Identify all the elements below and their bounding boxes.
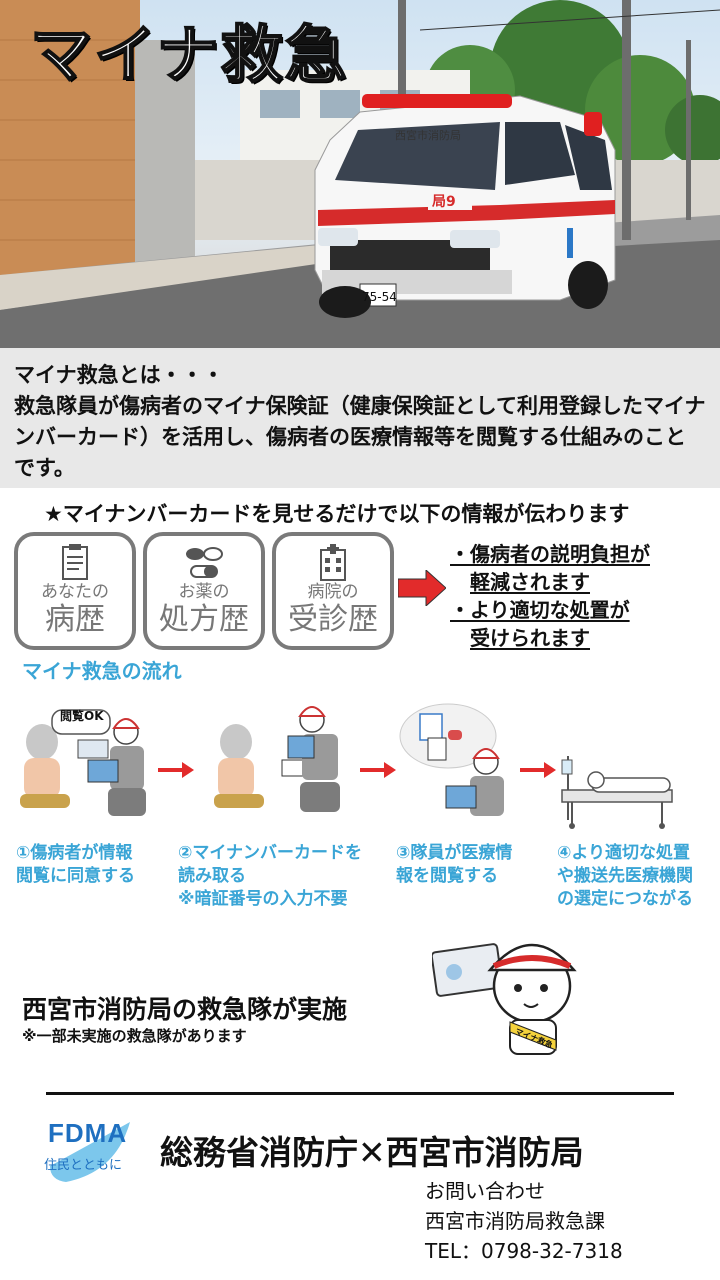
implementation-title: 西宮市消防局の救急隊が実施 [22, 995, 348, 1024]
card-visit-history: 病院の 受診歴 [272, 532, 394, 650]
benefit-line: 軽減されます [470, 570, 590, 594]
contact-tel: TEL：0798-32-7318 [425, 1239, 623, 1263]
card-medical-history: あなたの 病歴 [14, 532, 136, 650]
fdma-logo-subtext: 住民とともに [44, 1158, 123, 1173]
step-line: ④より適切な処置 [557, 843, 691, 863]
contact-info: お問い合わせ 西宮市消防局救急課 TEL：0798-32-7318 [425, 1176, 623, 1266]
consent-badge: 閲覧OK [60, 709, 104, 723]
benefit-item: ・傷病者の説明負担が 軽減されます [450, 540, 650, 596]
hospital-icon [320, 544, 346, 581]
benefits-list: ・傷病者の説明負担が 軽減されます ・より適切な処置が 受けられます [450, 540, 650, 652]
step-line: 報を閲覧する [396, 866, 498, 886]
arrow-right-icon [398, 570, 446, 606]
step-line: 読み取る [178, 866, 246, 886]
card-big-label: 病歴 [45, 602, 105, 637]
contact-dept: 西宮市消防局救急課 [425, 1209, 605, 1233]
arrow-right-icon [520, 762, 556, 778]
card-small-label: 病院の [307, 582, 359, 602]
step-line: 閲覧に同意する [16, 866, 135, 886]
step-line: ①傷病者が情報 [16, 843, 133, 863]
benefit-line: ・傷病者の説明負担が [450, 542, 650, 566]
ambulance-side-text: 西宮市消防局 [395, 129, 461, 142]
flow-title: マイナ救急の流れ [22, 659, 182, 683]
hero-title: マイナ救急 [29, 17, 349, 92]
mascot-illustration [432, 943, 577, 1055]
info-line: ★マイナンバーカードを見せるだけで以下の情報が伝わります [44, 502, 630, 526]
card-big-label: 処方歴 [159, 602, 249, 637]
plate-number: 75-54 [362, 290, 397, 304]
card-small-label: あなたの [41, 582, 109, 602]
benefit-line: 受けられます [470, 626, 590, 650]
step-line: ※暗証番号の入力不要 [178, 889, 348, 909]
divider [46, 1092, 674, 1095]
illustration-card-reading [214, 706, 340, 812]
flow-step-3: ③隊員が医療情 報を閲覧する [396, 842, 512, 888]
step-line: ②マイナンバーカードを [178, 843, 363, 863]
description-heading: マイナ救急とは・・・ [14, 363, 224, 387]
implementation-note: ※一部未実施の救急隊があります [22, 1027, 247, 1045]
flow-step-4: ④より適切な処置 や搬送先医療機関 の選定につながる [557, 842, 693, 911]
card-big-label: 受診歴 [288, 602, 378, 637]
step-line: の選定につながる [557, 889, 693, 909]
flow-step-2: ②マイナンバーカードを 読み取る ※暗証番号の入力不要 [178, 842, 362, 911]
benefit-line: ・より適切な処置が [450, 598, 630, 622]
illustration-viewing [399, 703, 504, 816]
ambulance-number: 局9 [432, 194, 456, 210]
illustration-transport [561, 756, 673, 829]
description-body: 救急隊員が傷病者のマイナ保険証（健康保険証として利用登録したマイナンバーカード）… [14, 394, 706, 480]
fdma-logo [50, 1122, 130, 1182]
fdma-logo-text: FDMA [48, 1118, 128, 1148]
arrow-right-icon [158, 762, 194, 778]
flow-step-1: ①傷病者が情報 閲覧に同意する [16, 842, 135, 888]
card-prescription-history: お薬の 処方歴 [143, 532, 265, 650]
arrow-right-icon [360, 762, 396, 778]
footer-title: 総務省消防庁✕西宮市消防局 [160, 1133, 584, 1172]
pills-icon [186, 547, 223, 578]
benefit-item: ・より適切な処置が 受けられます [450, 596, 650, 652]
illustration-consent [20, 709, 146, 816]
card-small-label: お薬の [178, 582, 230, 602]
hero-photo: マイナ救急 西宮市消防局 局9 75-54 [0, 0, 720, 348]
description-box: マイナ救急とは・・・ 救急隊員が傷病者のマイナ保険証（健康保険証として利用登録し… [0, 348, 720, 488]
step-line: や搬送先医療機関 [557, 866, 693, 886]
clipboard-icon [62, 544, 88, 580]
contact-label: お問い合わせ [425, 1179, 545, 1203]
ambulance-photo [0, 0, 720, 348]
step-line: ③隊員が医療情 [396, 843, 513, 863]
